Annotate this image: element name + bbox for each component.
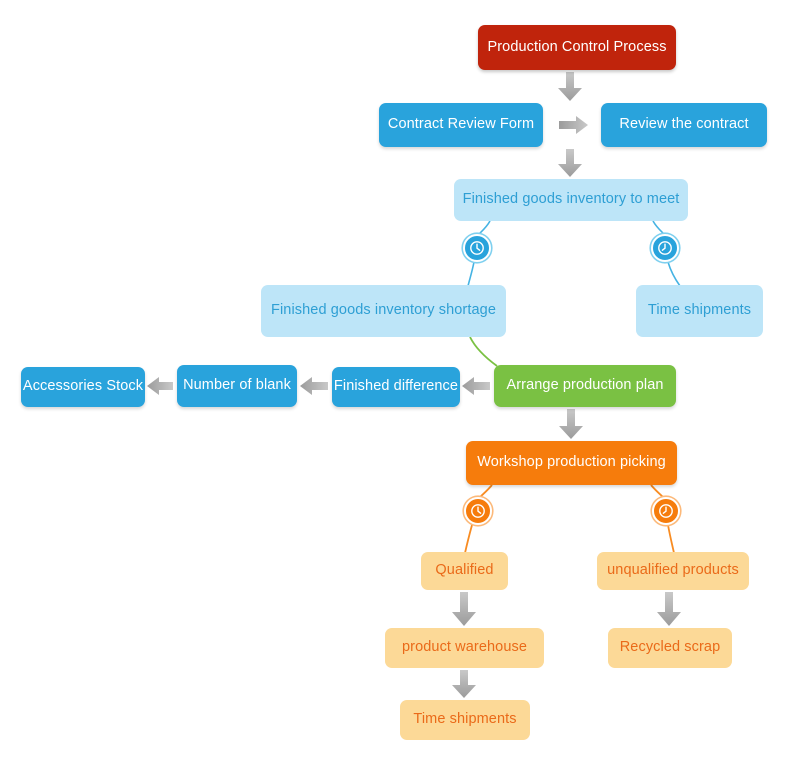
edge-arrow-down-n13-n15 [657,592,681,626]
edge-arrow-right-n2-n3 [559,116,588,134]
edge-curve-n11-b3 [478,484,493,499]
edge-arrow-down-n7-n11 [559,409,583,439]
node-contract-review-form[interactable]: Contract Review Form [379,103,543,147]
clock-cross-icon[interactable] [651,234,679,262]
node-workshop-production-picking[interactable]: Workshop production picking [466,441,677,485]
edge-curve-n4-b1 [477,220,491,236]
node-finished-goods-inventory-shortage[interactable]: Finished goods inventory shortage [261,285,506,337]
edge-curve-b2-n6 [667,261,681,287]
edge-arrow-left-n8-n9 [300,377,328,395]
clock-cross-glyph [658,241,672,255]
clock-cross-glyph [659,504,673,518]
node-time-shipments-orange[interactable]: Time shipments [400,700,530,740]
edge-arrow-down-n1-n2 [558,72,582,101]
node-qualified[interactable]: Qualified [421,552,508,590]
edge-curve-b3-n12 [464,524,473,554]
node-finished-goods-inventory-to-meet[interactable]: Finished goods inventory to meet [454,179,688,221]
edge-curve-b4-n13 [667,524,675,554]
edge-curve-n11-b4 [650,484,665,499]
node-time-shipments-blue[interactable]: Time shipments [636,285,763,337]
edge-arrow-down-n12-n14 [452,592,476,626]
node-product-warehouse[interactable]: product warehouse [385,628,544,668]
edge-arrow-left-n7-n8 [462,377,490,395]
edge-curve-n5-n7 [469,336,498,367]
clock-check-icon[interactable] [464,497,492,525]
clock-cross-icon[interactable] [652,497,680,525]
node-production-control-process[interactable]: Production Control Process [478,25,676,70]
node-review-the-contract[interactable]: Review the contract [601,103,767,147]
node-accessories-stock[interactable]: Accessories Stock [21,367,145,407]
edge-arrow-left-n9-n10 [147,377,173,395]
clock-check-icon[interactable] [463,234,491,262]
edge-arrow-down-n2-n4 [558,149,582,177]
edge-arrow-down-n14-n16 [452,670,476,698]
node-number-of-blank[interactable]: Number of blank [177,365,297,407]
edge-curve-n4-b2 [652,220,666,236]
node-recycled-scrap[interactable]: Recycled scrap [608,628,732,668]
clock-check-glyph [470,241,484,255]
edge-curve-b1-n5 [467,261,475,287]
node-finished-difference[interactable]: Finished difference [332,367,460,407]
clock-check-glyph [471,504,485,518]
node-arrange-production-plan[interactable]: Arrange production plan [494,365,676,407]
node-unqualified-products[interactable]: unqualified products [597,552,749,590]
